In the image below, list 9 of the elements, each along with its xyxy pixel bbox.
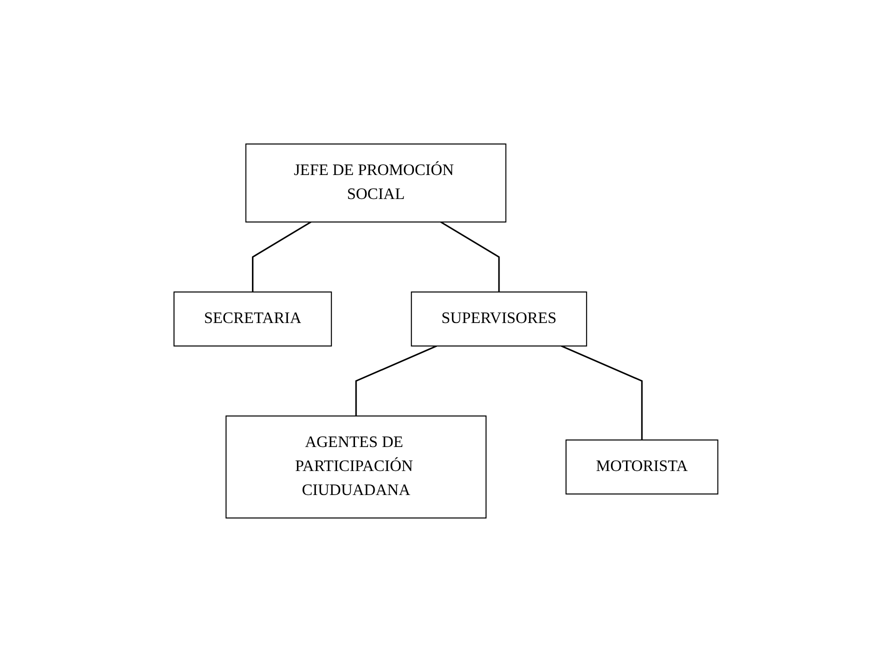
node-box: SECRETARIA — [174, 292, 332, 346]
node-box: JEFE DE PROMOCIÓN SOCIAL — [245, 144, 506, 222]
connector — [561, 345, 643, 440]
connector — [355, 345, 438, 416]
node-box: SUPERVISORES — [410, 292, 588, 346]
connector — [440, 221, 500, 292]
connector — [252, 221, 312, 292]
node-box: MOTORISTA — [566, 440, 718, 494]
node-box: AGENTES DE PARTICIPACIÓN CIUDUADANA — [226, 416, 487, 518]
